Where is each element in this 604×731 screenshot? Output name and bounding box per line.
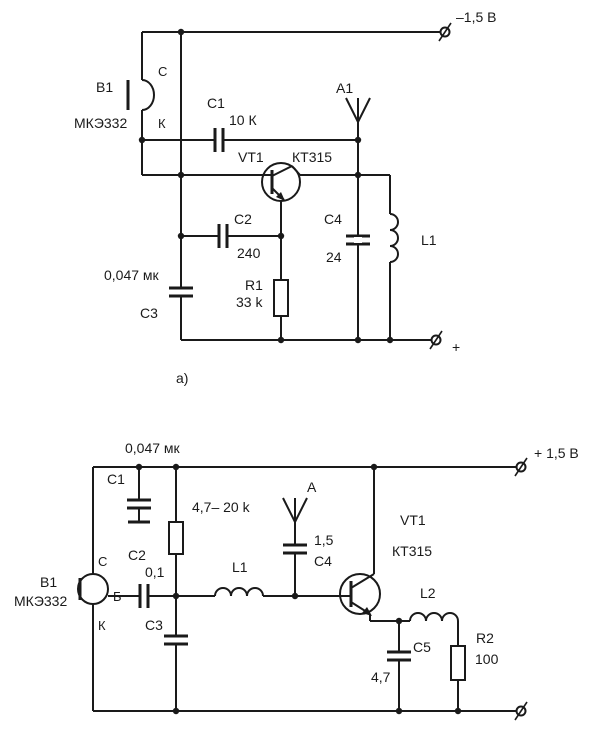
b-terminal-pos	[514, 457, 528, 477]
a-mic-pin-c: С	[158, 64, 167, 79]
b-supply-pos-label: + 1,5 В	[534, 445, 579, 461]
b-mic-pin-k: К	[98, 618, 106, 633]
b-mic-pin-c: С	[98, 554, 107, 569]
a-mic-body	[141, 79, 155, 111]
b-r2-value: 100	[475, 651, 499, 667]
a-caption: a)	[176, 370, 188, 386]
a-c2-ref: C2	[234, 211, 252, 227]
b-l1-coil	[214, 587, 264, 597]
b-c5-ref: C5	[413, 639, 431, 655]
b-vt1-type: КТ315	[392, 543, 432, 559]
b-r1-value: 4,7– 20 k	[192, 499, 251, 515]
a-supply-pos-label: +	[452, 339, 460, 355]
b-mic-body	[77, 573, 109, 605]
b-c2-ref: C2	[128, 547, 146, 563]
a-r1-ref: R1	[245, 277, 263, 293]
b-terminal-neg	[514, 701, 528, 721]
a-transistor-icon	[261, 162, 301, 202]
b-c2-value: 0,1	[145, 564, 165, 580]
a-c1-ref: C1	[207, 95, 225, 111]
a-collector-lead	[291, 165, 301, 176]
b-r1-body	[168, 521, 184, 555]
a-vt1-type: КТ315	[292, 149, 332, 165]
a-mic-pin-k: К	[158, 116, 166, 131]
b-c4-ref: C4	[314, 553, 332, 569]
b-c3-ref: C3	[145, 617, 163, 633]
b-c1-value: 0,047 мк	[125, 440, 181, 456]
b-l2-ref: L2	[420, 585, 436, 601]
a-terminal-neg	[438, 22, 452, 42]
a-r1-body	[273, 279, 289, 317]
a-c3-ref: C3	[140, 305, 158, 321]
b-mic-ref: B1	[40, 574, 57, 590]
a-mic-type: МКЭ332	[74, 115, 127, 131]
a-antenna-icon	[345, 97, 371, 125]
b-r2-body	[450, 645, 466, 681]
a-supply-neg-label: –1,5 В	[456, 9, 496, 25]
a-vt1-ref: VT1	[238, 149, 264, 165]
a-r1-value: 33 k	[236, 294, 263, 310]
a-c2-value: 240	[237, 245, 261, 261]
a-terminal-pos	[429, 330, 443, 350]
b-l1-ref: L1	[232, 559, 248, 575]
circuit-a: –1,5 В + B1 МКЭ332 С К C1 10 К A1	[74, 9, 496, 386]
a-c4-ref: C4	[324, 211, 342, 227]
b-c1-ref: C1	[107, 471, 125, 487]
b-antenna-ref: A	[307, 479, 317, 495]
circuit-b: + 1,5 В B1 МКЭ332 С Б К C1 0,047 мк 4,7	[14, 440, 579, 721]
a-l1-coil	[389, 213, 399, 263]
b-transistor-icon	[339, 573, 381, 616]
b-r2-ref: R2	[476, 630, 494, 646]
b-l2-coil	[409, 612, 459, 622]
a-antenna-ref: A1	[336, 80, 353, 96]
b-c5-value: 4,7	[371, 669, 391, 685]
b-vt1-ref: VT1	[400, 512, 426, 528]
a-l1-ref: L1	[421, 232, 437, 248]
a-mic-ref: B1	[96, 79, 113, 95]
b-mic-type: МКЭ332	[14, 593, 67, 609]
a-c3-value: 0,047 мк	[104, 267, 160, 283]
b-c4-value: 1,5	[314, 532, 334, 548]
a-c1-value: 10 К	[229, 112, 257, 128]
a-c4-value: 24	[326, 249, 342, 265]
